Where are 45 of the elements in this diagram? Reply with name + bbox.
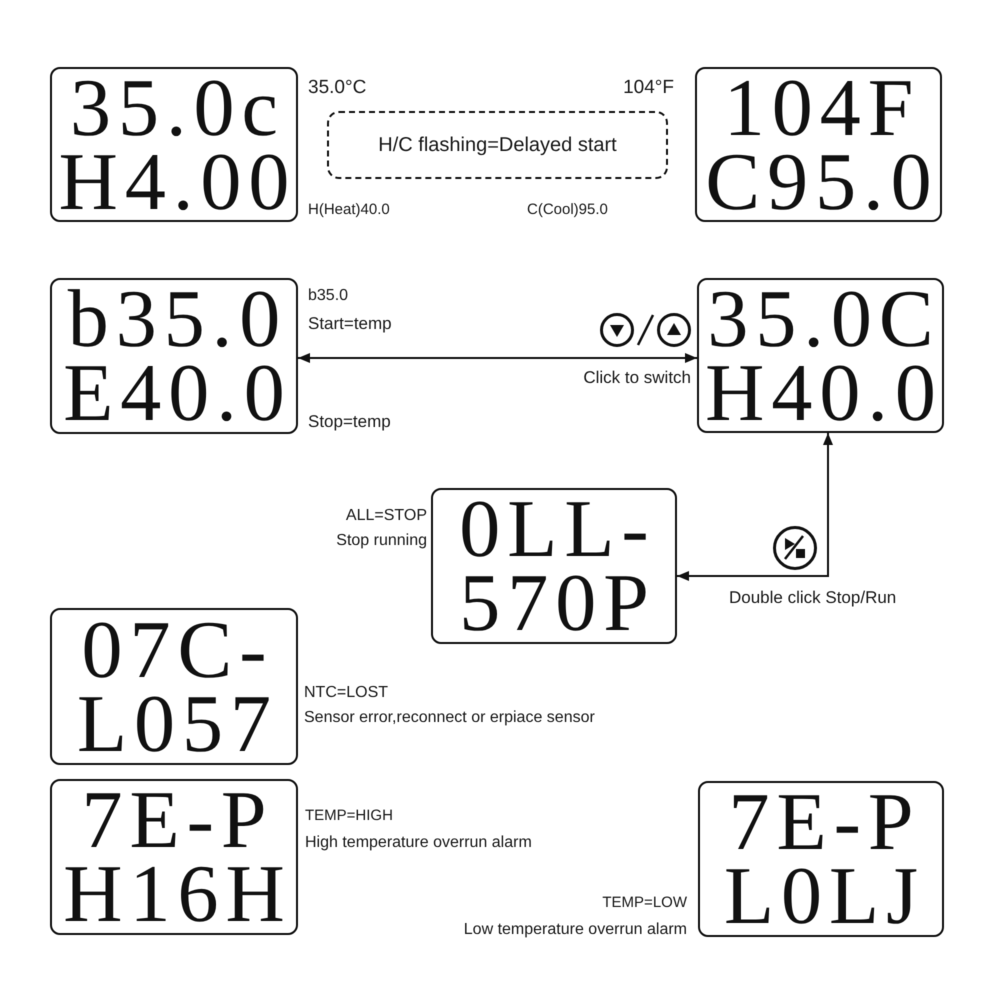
edge-label: Click to switch (583, 368, 691, 388)
lcd-screen (695, 67, 942, 222)
lcd-screen (697, 278, 944, 433)
lcd-screen (431, 488, 677, 644)
display-reading: 104F (722, 70, 920, 144)
annotation-text: ALL=STOP (346, 506, 427, 526)
note-text: H/C flashing=Delayed start (378, 133, 617, 157)
lcd-screen (50, 278, 298, 434)
double-arrow (298, 353, 697, 363)
annotation-text: High temperature overrun alarm (305, 833, 532, 853)
display-reading: L057 (76, 686, 278, 760)
annotation-text: 104°F (623, 76, 674, 100)
display-reading: 35.0C (706, 282, 941, 356)
lcd-screen (50, 67, 298, 222)
annotation-text: NTC=LOST (304, 683, 388, 703)
annotation-text: b35.0 (308, 286, 348, 306)
display-reading: 7E-P (728, 785, 920, 859)
annotation-text: Low temperature overrun alarm (464, 920, 687, 940)
annotation-text: Sensor error,reconnect or erpiace sensor (304, 708, 595, 728)
display-reading: 7E-P (80, 783, 274, 857)
note-box (327, 111, 668, 179)
annotation-text: Start=temp (308, 314, 392, 334)
annotation-text: TEMP=LOW (602, 894, 687, 912)
annotation-text: 35.0°C (308, 76, 366, 100)
display-reading: H4.00 (58, 144, 296, 218)
annotation-text: Stop=temp (308, 412, 391, 432)
annotation-text: TEMP=HIGH (305, 807, 393, 825)
lcd-screen (50, 779, 298, 935)
display-reading: 35.0c (69, 70, 285, 144)
display-reading: E40.0 (62, 356, 292, 430)
lcd-screen (698, 781, 944, 937)
display-reading: 07C- (80, 612, 274, 686)
display-reading: H16H (62, 857, 292, 931)
annotation-text: Stop running (336, 531, 427, 551)
lcd-screen (50, 608, 298, 765)
annotation-text: C(Cool)95.0 (527, 201, 608, 219)
display-reading: C95.0 (704, 144, 939, 218)
display-reading: b35.0 (66, 282, 288, 356)
display-reading: 0LL- (458, 492, 656, 566)
display-reading: 570P (458, 566, 656, 640)
display-reading: L0LJ (722, 859, 926, 933)
annotation-text: H(Heat)40.0 (308, 201, 390, 219)
display-reading: H40.0 (704, 356, 943, 430)
edge-label: Double click Stop/Run (729, 588, 896, 608)
double-arrow (677, 433, 833, 581)
